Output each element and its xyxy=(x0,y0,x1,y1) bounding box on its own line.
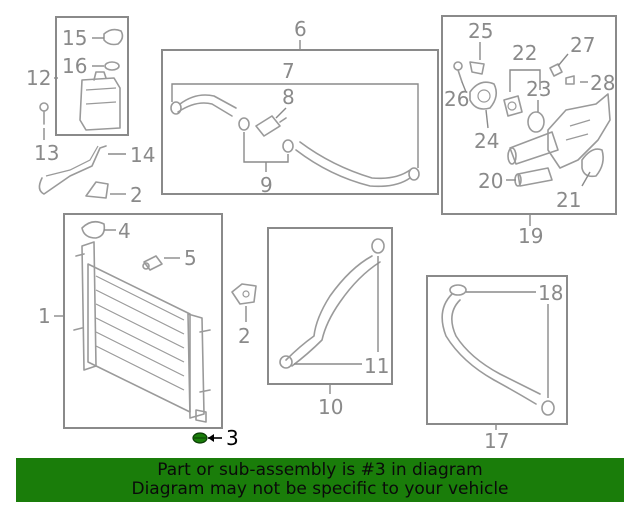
callout-8: 8 xyxy=(282,85,295,109)
callout-20: 20 xyxy=(478,169,503,193)
bracket-part-2a[interactable] xyxy=(85,181,109,199)
callout-7: 7 xyxy=(282,59,295,83)
clamp-part-9a[interactable] xyxy=(238,117,250,131)
radiator-core-part-1[interactable] xyxy=(73,241,211,423)
callout-22: 22 xyxy=(512,41,537,65)
callout-5: 5 xyxy=(184,246,197,270)
hose-group-box-17 xyxy=(426,275,568,425)
callout-14: 14 xyxy=(130,143,155,167)
clamp-part-9b[interactable] xyxy=(282,139,294,153)
callout-10: 10 xyxy=(318,395,343,419)
callout-19: 19 xyxy=(518,224,543,248)
sensor-part-25[interactable] xyxy=(469,61,485,75)
clip-part-28[interactable] xyxy=(565,75,575,85)
banner-line-2: Diagram may not be specific to your vehi… xyxy=(131,479,509,499)
callout-1: 1 xyxy=(38,304,51,328)
cap-seal-part-16[interactable] xyxy=(104,61,120,71)
housing-gasket-part-24[interactable] xyxy=(469,81,498,110)
callout-11: 11 xyxy=(364,354,389,378)
callout-16: 16 xyxy=(62,54,87,78)
bolt-part-13[interactable] xyxy=(39,102,49,125)
callout-9: 9 xyxy=(260,173,273,197)
bracket-part-2b[interactable] xyxy=(231,283,257,305)
callout-6: 6 xyxy=(294,17,307,41)
callout-27: 27 xyxy=(570,33,595,57)
pipe-part-20[interactable] xyxy=(514,167,553,187)
long-hose-part-7[interactable] xyxy=(295,141,420,188)
reservoir-group-box xyxy=(55,16,129,136)
leader-7 xyxy=(171,83,419,168)
seal-ring-part-23[interactable] xyxy=(527,111,545,133)
radiator-group-box-1 xyxy=(63,213,223,429)
sensor-part-5[interactable] xyxy=(142,255,163,271)
callout-21: 21 xyxy=(556,188,581,212)
thermostat-part-22[interactable] xyxy=(503,95,523,117)
hose-group-box-6 xyxy=(161,49,439,195)
bypass-hose-part-18[interactable] xyxy=(441,284,555,416)
leader-8 xyxy=(275,107,287,119)
callout-2a: 2 xyxy=(130,183,143,207)
lower-hose-part-11[interactable] xyxy=(279,238,385,369)
callout-17: 17 xyxy=(484,429,509,453)
callout-28: 28 xyxy=(590,71,615,95)
gasket-part-21[interactable] xyxy=(581,148,604,178)
cap-part-4[interactable] xyxy=(81,220,106,239)
drain-plug-part-3[interactable] xyxy=(192,432,208,444)
callout-26: 26 xyxy=(444,87,469,111)
callout-4: 4 xyxy=(118,219,131,243)
callout-3-highlighted: 3 xyxy=(226,426,239,450)
fitting-part-8[interactable] xyxy=(255,115,287,137)
leader-3-arrow xyxy=(208,434,214,442)
callout-13: 13 xyxy=(34,141,59,165)
water-outlet-housing-part[interactable] xyxy=(507,93,611,169)
thermostat-group-box-19 xyxy=(441,15,617,215)
leader-22 xyxy=(509,69,541,92)
reservoir-tank-part[interactable] xyxy=(79,71,121,131)
leader-24 xyxy=(485,109,489,129)
callout-2b: 2 xyxy=(238,324,251,348)
leader-9 xyxy=(243,132,289,163)
callout-25: 25 xyxy=(468,19,493,43)
callout-24: 24 xyxy=(474,129,499,153)
bolt-part-26[interactable] xyxy=(453,61,463,83)
leader-21 xyxy=(581,171,591,187)
reservoir-cap-part-15[interactable] xyxy=(103,28,124,46)
callout-23: 23 xyxy=(526,77,551,101)
sensor-part-27[interactable] xyxy=(549,63,563,77)
callout-12: 12 xyxy=(26,66,51,90)
info-banner: Part or sub-assembly is #3 in diagram Di… xyxy=(16,458,624,502)
leader-26 xyxy=(461,81,467,93)
leader-27 xyxy=(557,53,569,67)
upper-hose-part-7[interactable] xyxy=(170,94,237,117)
callout-18: 18 xyxy=(538,281,563,305)
callout-15: 15 xyxy=(62,26,87,50)
banner-line-1: Part or sub-assembly is #3 in diagram xyxy=(157,460,483,480)
overflow-hose-part-14[interactable] xyxy=(38,145,107,195)
